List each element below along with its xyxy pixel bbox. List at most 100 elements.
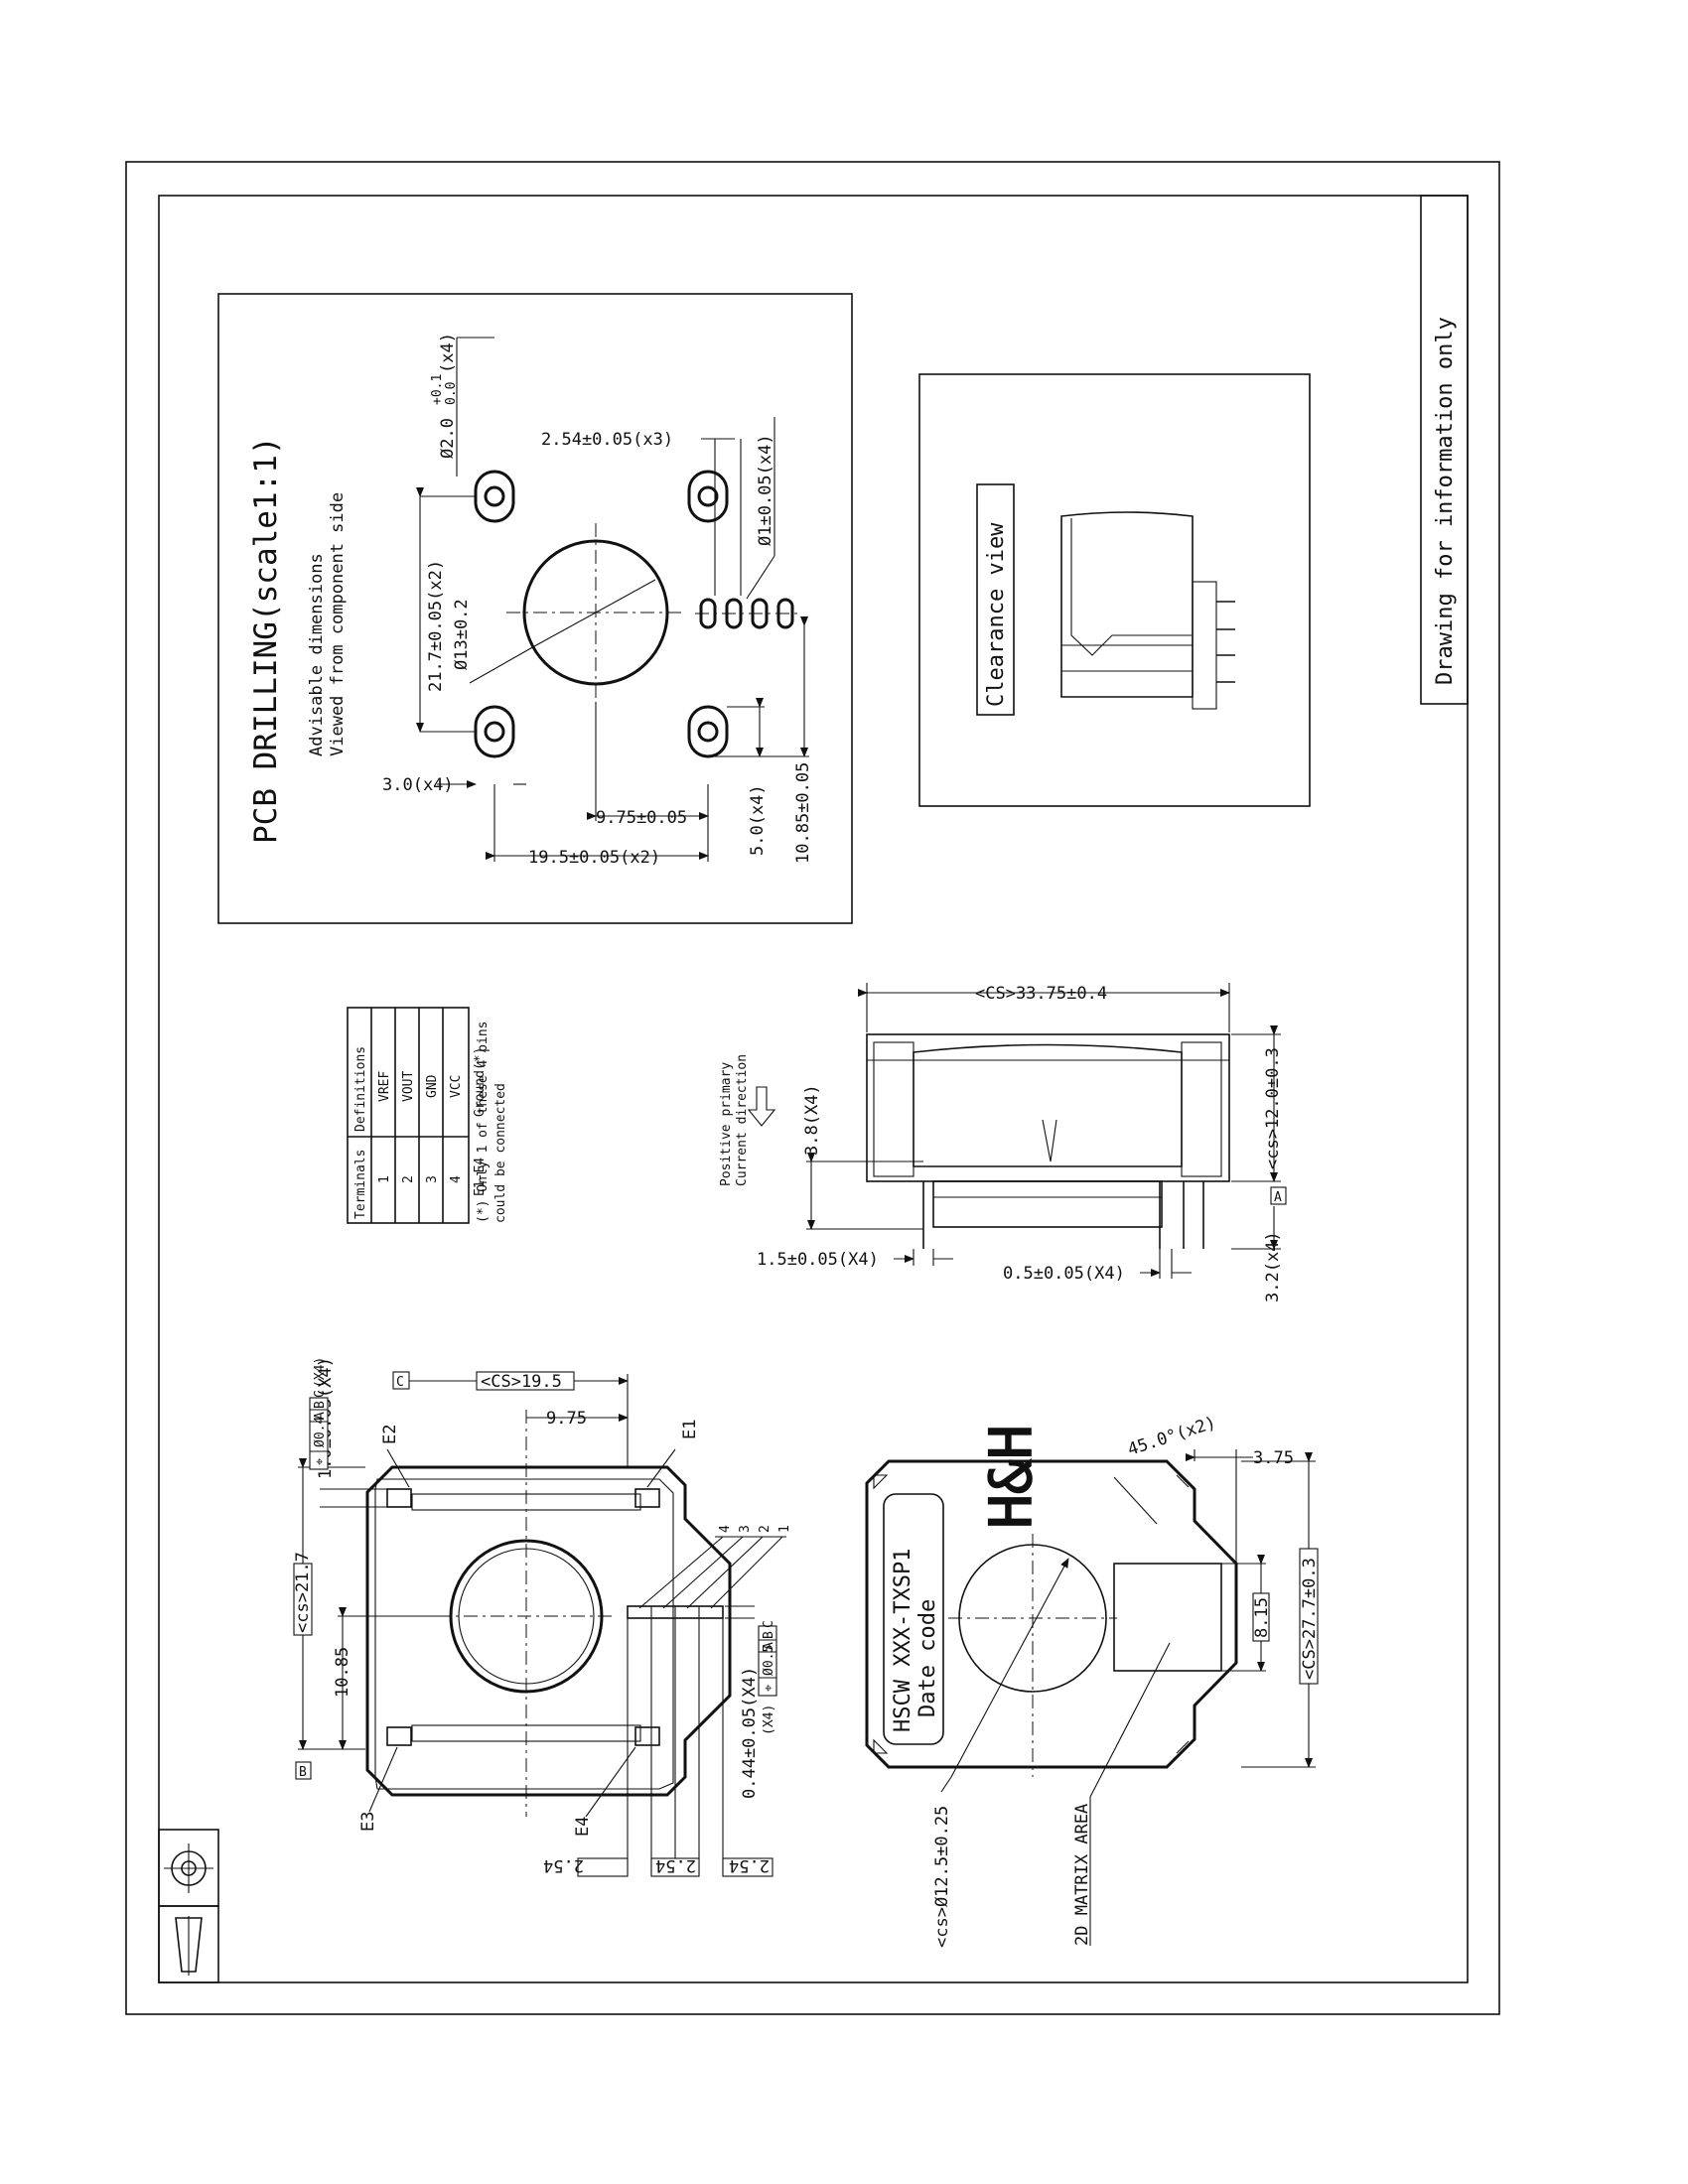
table-cell-definition: VREF: [377, 1071, 392, 1102]
matrix-area-label: 2D MATRIX AREA: [1072, 1804, 1092, 1946]
inner-border: [158, 195, 1469, 1983]
top-view-section: H&H HSCW XXX-TXSP1 Date code <cs>Ø12.5±0…: [865, 1413, 1320, 1948]
dim-bottom-overall-width: <CS>19.5: [481, 1372, 562, 1392]
clearance-view-label: Clearance view: [984, 522, 1009, 707]
pin-number-2: 2: [758, 1525, 773, 1533]
datum-a-label: A: [1274, 1190, 1282, 1205]
dim-side-height: <cs>12.0±0.3: [1263, 1047, 1283, 1169]
table-cell-definition: GND: [425, 1074, 440, 1098]
pin-label-e2: E2: [380, 1425, 400, 1444]
pcb-drilling-subtitle-1: Advisable dimensions: [307, 553, 327, 756]
outer-border: [125, 161, 1500, 2015]
dim-pin-pitch: 2.54±0.05(x3): [541, 430, 673, 450]
table-cell-terminal: 3: [425, 1175, 440, 1183]
pcb-drilling-title: PCB DRILLING(scale1:1): [248, 436, 284, 844]
dim-bottom-half-height: 10.85: [333, 1647, 352, 1698]
table-cell-terminal: 1: [377, 1175, 392, 1183]
fcf-bottom-count: (X4): [762, 1705, 776, 1735]
table-cell-definition: VCC: [449, 1075, 464, 1098]
fcf-top-tol: Ø0.4: [313, 1417, 328, 1447]
pitch-label: 2.54: [729, 1855, 770, 1875]
pin-label-e1: E1: [680, 1420, 700, 1439]
dim-aperture: Ø13±0.2: [452, 599, 472, 670]
current-direction-arrow-icon: [747, 1086, 776, 1127]
pin-number-3: 3: [738, 1525, 753, 1533]
fcf-bottom-datum-a: A: [762, 1642, 776, 1650]
table-header-terminals: Terminals: [353, 1150, 368, 1219]
datum-a-box: [1270, 1186, 1287, 1205]
table-note-2: could be connected: [493, 1083, 508, 1223]
pin-holes: [695, 598, 799, 629]
pin-label-e4: E4: [573, 1817, 593, 1837]
table-header-definitions: Definitions: [353, 1046, 368, 1132]
projection-symbol: [158, 1829, 219, 1983]
datum-b-label: B: [299, 1765, 307, 1780]
bottom-view-section: C <CS>19.5 9.75 <cs>21.7 10.85 B 1.0±0.0…: [293, 1357, 792, 1877]
side-view-section: Positive primary Current direction <CS>3…: [719, 983, 1287, 1302]
pin-label-e3: E3: [358, 1812, 378, 1832]
dim-pin-width: 1.5±0.05(X4): [757, 1250, 879, 1270]
table-cell-terminal: 4: [449, 1175, 464, 1183]
fcf-top-count: (X4): [313, 1357, 328, 1388]
dim-pin-pitch-side: 3.8(X4): [802, 1084, 822, 1156]
fcf-top-datum-b: B: [313, 1401, 328, 1409]
mounting-slots: [474, 470, 729, 758]
dim-mount-hole: Ø2.0: [438, 418, 458, 459]
matrix-area: [1113, 1563, 1222, 1672]
dim-bottom-half-width: 9.75: [546, 1409, 587, 1429]
dim-pin-length: 3.2(x4): [1263, 1231, 1283, 1302]
part-line-2: Date code: [915, 1599, 940, 1717]
fcf-bottom-symbol-icon: ⌖: [762, 1684, 776, 1692]
dim-top-corner: 3.75: [1253, 1448, 1294, 1468]
fcf-bottom-datum-c: C: [762, 1620, 776, 1628]
dim-top-matrix-size: 8.15: [1252, 1597, 1272, 1638]
notice-box: [1420, 195, 1469, 705]
datum-b-box: [295, 1761, 312, 1780]
clearance-view-section: Clearance view: [918, 373, 1311, 807]
brand-logo: H&H: [977, 1425, 1045, 1529]
pitch-label: 2.54: [655, 1855, 696, 1875]
terminals-table: Terminals Definitions 1 VREF 2 VOUT 3 GN…: [347, 1007, 508, 1224]
dim-slot-width: 5.0(x4): [748, 784, 768, 856]
dim-hole-spacing-x: 19.5±0.05(x2): [528, 848, 660, 868]
dim-side-width: <CS>33.75±0.4: [975, 984, 1107, 1004]
part-label-box: [883, 1493, 944, 1745]
pin-number-1: 1: [777, 1525, 792, 1533]
dim-pin-hole: Ø1±0.05(x4): [756, 434, 775, 546]
notice-text: Drawing for information only: [1433, 317, 1458, 685]
dim-mount-hole-tol-plus: +0.1: [430, 374, 445, 405]
table-cell-definition: VOUT: [401, 1071, 416, 1102]
table-note-1: (*) Only 1 of these 4 pins: [476, 1022, 491, 1224]
pcb-drilling-section: PCB DRILLING(scale1:1) Advisable dimensi…: [217, 293, 853, 924]
dim-slot-length: 3.0(x4): [382, 775, 454, 795]
dim-top-angle: 45.0°(x2): [1125, 1413, 1218, 1459]
dim-mount-hole-tol-minus: 0.0: [444, 382, 459, 405]
pitch-label: 2.54: [543, 1855, 584, 1875]
dim-bottom-overall-height: <cs>21.7: [293, 1552, 313, 1633]
dim-pin-thickness: 0.5±0.05(X4): [1003, 1264, 1125, 1284]
projection-cone-icon: [175, 1917, 203, 1973]
fcf-top-datum-c: C: [313, 1390, 328, 1398]
current-note-1: Positive primary: [719, 1062, 734, 1186]
dim-top-height: <CS>27.7±0.3: [1300, 1558, 1320, 1680]
pcb-drilling-subtitle-2: Viewed from component side: [328, 492, 348, 756]
table-cell-terminal: E1-E4: [473, 1158, 488, 1196]
dim-top-aperture: <cs>Ø12.5±0.25: [932, 1806, 952, 1948]
dim-signal-pin: 0.44±0.05(X4): [740, 1667, 760, 1799]
table-cell-definition: Ground(*): [473, 1047, 488, 1117]
pin-number-4: 4: [718, 1525, 733, 1533]
fcf-top-symbol-icon: ⌖: [313, 1457, 328, 1465]
fcf-bottom-datum-b: B: [762, 1631, 776, 1639]
current-note-2: Current direction: [735, 1054, 750, 1186]
fcf-top-datum-a: A: [313, 1412, 328, 1420]
dim-center-offset: 9.75±0.05: [596, 808, 687, 828]
dim-hole-spacing-y: 21.7±0.05(x2): [426, 560, 446, 692]
dim-mount-hole-count: (x4): [438, 333, 458, 373]
datum-c-label: C: [396, 1375, 404, 1390]
table-cell-terminal: 2: [401, 1175, 416, 1183]
part-line-1: HSCW XXX-TXSP1: [891, 1549, 915, 1732]
dim-pin-offset: 10.85±0.05: [793, 762, 813, 864]
fcf-bottom-tol: Ø0.5: [762, 1645, 776, 1676]
